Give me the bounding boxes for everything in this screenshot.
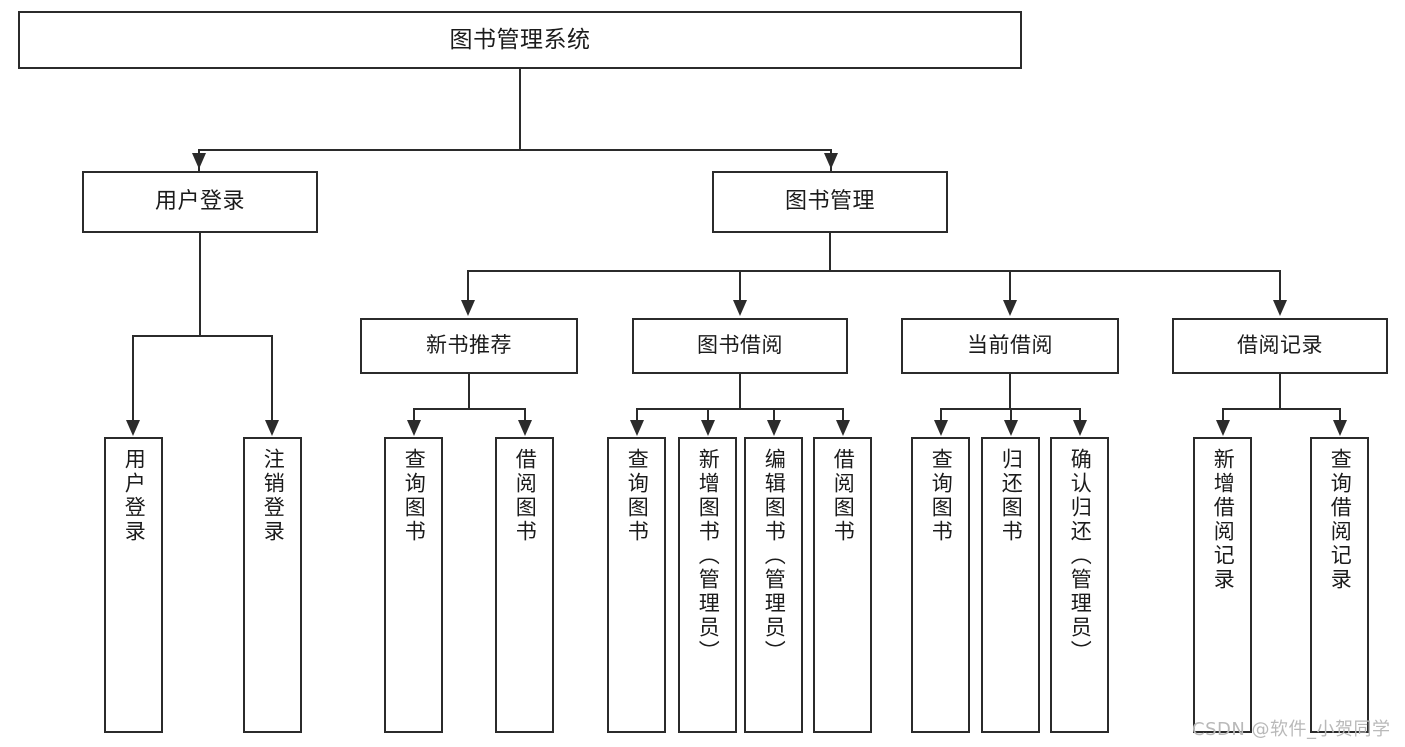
edge-root-bar	[198, 149, 832, 152]
edge-current-borrow-to-leaf-1	[940, 408, 943, 423]
arrow-book-borrow-to-leaf-4	[836, 420, 850, 436]
edge-book-borrow-to-leaf-1	[636, 408, 639, 423]
arrow-current-borrow-to-leaf-1	[934, 420, 948, 436]
node-book-management[interactable]: 图书管理	[712, 171, 948, 233]
edge-new-book-to-leaf-2	[524, 408, 527, 423]
arrow-new-book-to-leaf-2	[518, 420, 532, 436]
arrow-new-book-to-leaf-1	[407, 420, 421, 436]
leaf-borrow-record-query-record[interactable]: 查询借阅记录	[1310, 437, 1369, 733]
node-label: 查询图书	[625, 448, 650, 544]
arrow-borrow-record-to-leaf-1	[1216, 420, 1230, 436]
edge-book-borrow-to-leaf-3	[773, 408, 776, 423]
edge-book-borrow-to-leaf-2	[707, 408, 710, 423]
edge-new-book-bar	[413, 408, 525, 411]
node-label: 新增借阅记录	[1211, 448, 1236, 592]
csdn-watermark: CSDN @软件_小贺同学	[1192, 719, 1391, 740]
node-label: 查询图书	[929, 448, 954, 544]
node-label: 新书推荐	[426, 333, 512, 358]
edge-user-login-to-leaf-1	[132, 335, 135, 423]
node-user-login[interactable]: 用户登录	[82, 171, 318, 233]
edge-user-login-stem	[199, 232, 202, 337]
leaf-current-borrow-return-book[interactable]: 归还图书	[981, 437, 1040, 733]
edge-new-book-to-leaf-1	[413, 408, 416, 423]
arrow-user-login-to-leaf-2	[265, 420, 279, 436]
node-label: 确认归还（管理员）	[1068, 448, 1093, 664]
edge-borrow-record-to-leaf-1	[1222, 408, 1225, 423]
node-label: 注销登录	[261, 448, 286, 544]
node-label: 借阅图书	[513, 448, 538, 544]
node-label: 当前借阅	[967, 333, 1053, 358]
edge-book-manage-to-new-book	[467, 270, 470, 304]
leaf-book-borrow-add-book-admin[interactable]: 新增图书（管理员）	[678, 437, 737, 733]
node-label: 查询图书	[402, 448, 427, 544]
edge-book-manage-to-borrow-record	[1279, 270, 1282, 304]
edge-new-book-stem	[468, 374, 471, 410]
edge-book-manage-to-book-borrow	[739, 270, 742, 304]
edge-book-manage-bar	[467, 270, 1281, 273]
leaf-logout-login[interactable]: 注销登录	[243, 437, 302, 733]
node-label: 图书管理	[784, 188, 875, 214]
edge-book-borrow-stem	[739, 374, 742, 410]
edge-book-borrow-to-leaf-4	[842, 408, 845, 423]
node-label: 用户登录	[122, 448, 147, 544]
node-book-borrow[interactable]: 图书借阅	[632, 318, 848, 374]
node-label: 图书管理系统	[449, 26, 591, 53]
node-new-book-recommend[interactable]: 新书推荐	[360, 318, 578, 374]
edge-root-stem	[519, 68, 522, 151]
node-label: 借阅图书	[831, 448, 856, 544]
leaf-book-borrow-edit-book-admin[interactable]: 编辑图书（管理员）	[744, 437, 803, 733]
edge-book-manage-to-current-borrow	[1009, 270, 1012, 304]
arrow-book-manage-to-borrow-record	[1273, 300, 1287, 316]
arrow-book-borrow-to-leaf-1	[630, 420, 644, 436]
node-label: 新增图书（管理员）	[696, 448, 721, 664]
edge-current-borrow-to-leaf-3	[1079, 408, 1082, 423]
edge-borrow-record-stem	[1279, 374, 1282, 410]
arrow-current-borrow-to-leaf-3	[1073, 420, 1087, 436]
arrow-book-manage-to-current-borrow	[1003, 300, 1017, 316]
leaf-current-borrow-query-book[interactable]: 查询图书	[911, 437, 970, 733]
arrow-book-borrow-to-leaf-3	[767, 420, 781, 436]
arrow-book-borrow-to-leaf-2	[701, 420, 715, 436]
arrow-root-to-book-manage	[824, 153, 838, 169]
node-label: 归还图书	[999, 448, 1024, 544]
arrow-root-to-user-login	[192, 153, 206, 169]
leaf-borrow-record-add-record[interactable]: 新增借阅记录	[1193, 437, 1252, 733]
arrow-borrow-record-to-leaf-2	[1333, 420, 1347, 436]
edge-borrow-record-to-leaf-2	[1339, 408, 1342, 423]
edge-borrow-record-bar	[1222, 408, 1340, 411]
arrow-book-manage-to-new-book	[461, 300, 475, 316]
edge-user-login-bar	[132, 335, 272, 338]
edge-current-borrow-stem	[1009, 374, 1012, 410]
edge-book-borrow-bar	[636, 408, 844, 411]
node-label: 编辑图书（管理员）	[762, 448, 787, 664]
node-label: 借阅记录	[1237, 333, 1323, 358]
leaf-book-borrow-query-book[interactable]: 查询图书	[607, 437, 666, 733]
leaf-user-login[interactable]: 用户登录	[104, 437, 163, 733]
node-label: 图书借阅	[697, 333, 783, 358]
arrow-current-borrow-to-leaf-2	[1004, 420, 1018, 436]
leaf-new-book-query-book[interactable]: 查询图书	[384, 437, 443, 733]
leaf-current-borrow-confirm-return-admin[interactable]: 确认归还（管理员）	[1050, 437, 1109, 733]
node-label: 用户登录	[154, 188, 245, 214]
node-current-borrow[interactable]: 当前借阅	[901, 318, 1119, 374]
arrow-user-login-to-leaf-1	[126, 420, 140, 436]
edge-user-login-to-leaf-2	[271, 335, 274, 423]
arrow-book-manage-to-book-borrow	[733, 300, 747, 316]
node-label: 查询借阅记录	[1328, 448, 1353, 592]
edge-current-borrow-to-leaf-2	[1010, 408, 1013, 423]
node-root-book-management-system[interactable]: 图书管理系统	[18, 11, 1022, 69]
leaf-book-borrow-borrow-book[interactable]: 借阅图书	[813, 437, 872, 733]
edge-book-manage-stem	[829, 232, 832, 272]
node-borrow-record[interactable]: 借阅记录	[1172, 318, 1388, 374]
leaf-new-book-borrow-book[interactable]: 借阅图书	[495, 437, 554, 733]
